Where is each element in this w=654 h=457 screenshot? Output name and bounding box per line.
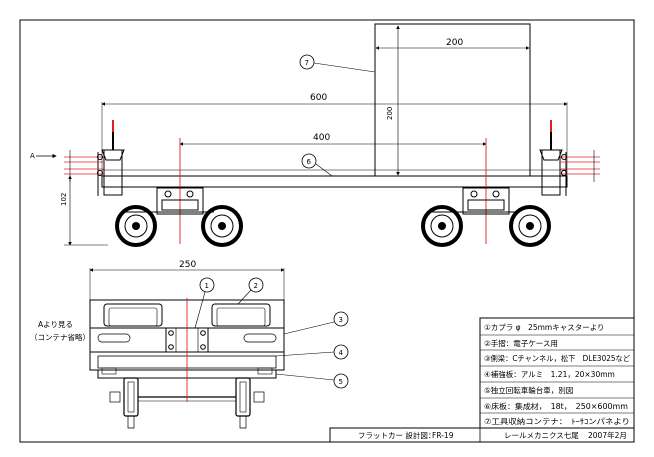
author: レールメカニクス七尾 <box>504 431 579 440</box>
wheel <box>201 205 243 247</box>
truck-left <box>124 187 214 215</box>
dim-cab-width: 200 <box>446 38 463 48</box>
parts-list: ①カプラ φ 25mmキャスターより ②手摺：電子ケース用 ③側梁：Cチャンネル… <box>479 317 635 443</box>
part-item: ①カプラ φ 25mmキャスターより <box>484 323 605 332</box>
view-arrow-label: A <box>30 152 35 160</box>
view-note-line2: （コンテナ省略） <box>30 332 90 342</box>
svg-text:3: 3 <box>339 316 343 324</box>
dim-inner-length: 400 <box>313 133 330 143</box>
callout-1 <box>199 277 215 293</box>
dim-overall-length: 600 <box>310 93 327 103</box>
svg-text:4: 4 <box>339 349 344 357</box>
part-item: ③側梁：Cチャンネル，松下 DLE3025など <box>484 353 630 363</box>
wheel-end-right <box>235 377 251 417</box>
deck-floor <box>101 175 568 188</box>
callout-5 <box>333 373 349 389</box>
view-note-line1: Aより見る <box>38 320 73 329</box>
callout-6 <box>301 153 317 169</box>
title-block: フラットカー 設計図： FR-19 レールメカニクス七尾 2007年2月 <box>329 427 635 443</box>
part-item: ⑤独立回転車輪台車，別図 <box>484 385 573 395</box>
coupler-left <box>64 120 125 196</box>
svg-text:7: 7 <box>305 59 309 67</box>
end-view: 250 1 <box>30 260 349 429</box>
svg-text:5: 5 <box>339 378 343 386</box>
part-item: ⑥床板：集成材， 18t， 250×600mm <box>484 401 628 411</box>
handrail-left <box>103 303 163 327</box>
part-item: ④補強板：アルミ 1.21，20×30mm <box>484 369 615 379</box>
handrail-right <box>211 303 271 327</box>
svg-text:2: 2 <box>254 282 258 290</box>
part-item: ②手摺：電子ケース用 <box>484 338 558 348</box>
drawing-frame <box>19 19 635 443</box>
drawing-date: 2007年2月 <box>588 430 627 440</box>
svg-text:6: 6 <box>307 158 312 166</box>
dim-overall-width: 250 <box>179 260 196 270</box>
drawing-title: フラットカー 設計図： <box>358 430 435 440</box>
coupler-right <box>539 120 600 196</box>
dim-deck-height: 102 <box>60 193 68 206</box>
callout-3 <box>333 311 349 327</box>
wheel <box>509 205 551 247</box>
drawing-number: FR-19 <box>432 431 454 440</box>
dim-cab-height: 200 <box>386 107 394 120</box>
callout-7 <box>299 54 315 70</box>
wheel-end-left <box>123 377 139 417</box>
callout-2 <box>248 277 264 293</box>
side-view: 200 200 600 400 <box>30 23 600 247</box>
wheel <box>115 205 157 247</box>
part-item: ⑦工具収納コンテナ： ﾄｰｻｺンパネより <box>484 416 630 426</box>
svg-text:1: 1 <box>205 282 209 290</box>
truck-right <box>430 187 520 215</box>
wheel <box>421 205 463 247</box>
